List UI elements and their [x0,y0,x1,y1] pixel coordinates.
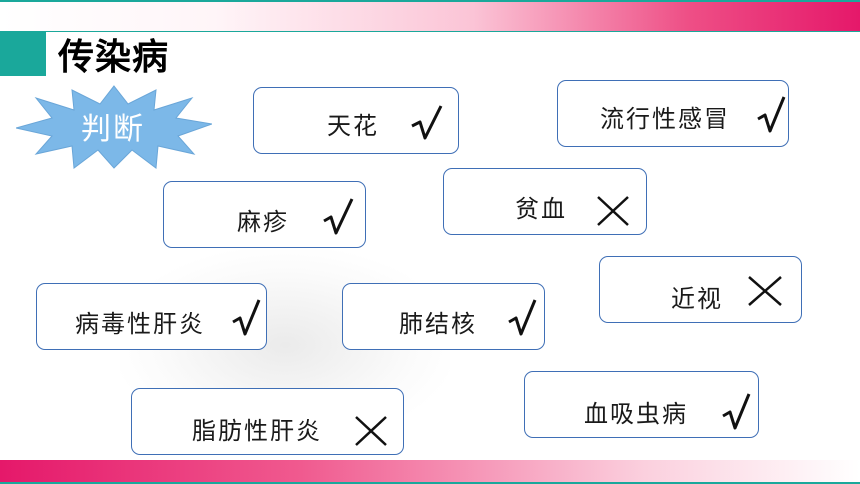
check-icon [757,96,786,133]
card-viral-hepatitis[interactable]: 病毒性肝炎 [36,283,267,350]
card-anemia[interactable]: 贫血 [443,168,647,235]
card-label: 麻疹 [237,208,289,236]
starburst-badge-icon [16,85,212,169]
title-accent-square [0,32,46,76]
card-myopia[interactable]: 近视 [599,256,802,323]
card-label: 血吸虫病 [584,400,688,428]
card-schistosomiasis[interactable]: 血吸虫病 [524,371,759,438]
bottom-accent-line [0,482,860,484]
card-label: 天花 [327,112,379,140]
cross-icon [597,196,629,226]
card-label: 脂肪性肝炎 [192,417,322,445]
card-fatty-liver[interactable]: 脂肪性肝炎 [131,388,404,455]
card-label: 流行性感冒 [600,105,730,133]
card-measles[interactable]: 麻疹 [163,181,366,248]
card-label: 病毒性肝炎 [75,310,205,338]
card-smallpox[interactable]: 天花 [253,87,459,154]
check-icon [411,105,443,140]
card-influenza[interactable]: 流行性感冒 [557,80,789,147]
check-icon [323,198,354,235]
top-accent-line [0,0,860,2]
card-tuberculosis[interactable]: 肺结核 [342,283,545,350]
card-label: 近视 [671,285,723,313]
check-icon [508,299,537,336]
slide-title: 传染病 [58,37,170,78]
card-label: 贫血 [515,195,567,223]
judge-badge-label: 判断 [81,112,145,147]
card-label: 肺结核 [399,310,477,338]
top-accent-line-lower [0,31,860,32]
top-banner-bar [0,0,860,32]
check-icon [722,393,751,430]
bottom-banner-bar [0,460,860,484]
cross-icon [355,416,387,446]
check-icon [232,299,261,336]
cross-icon [748,276,782,306]
